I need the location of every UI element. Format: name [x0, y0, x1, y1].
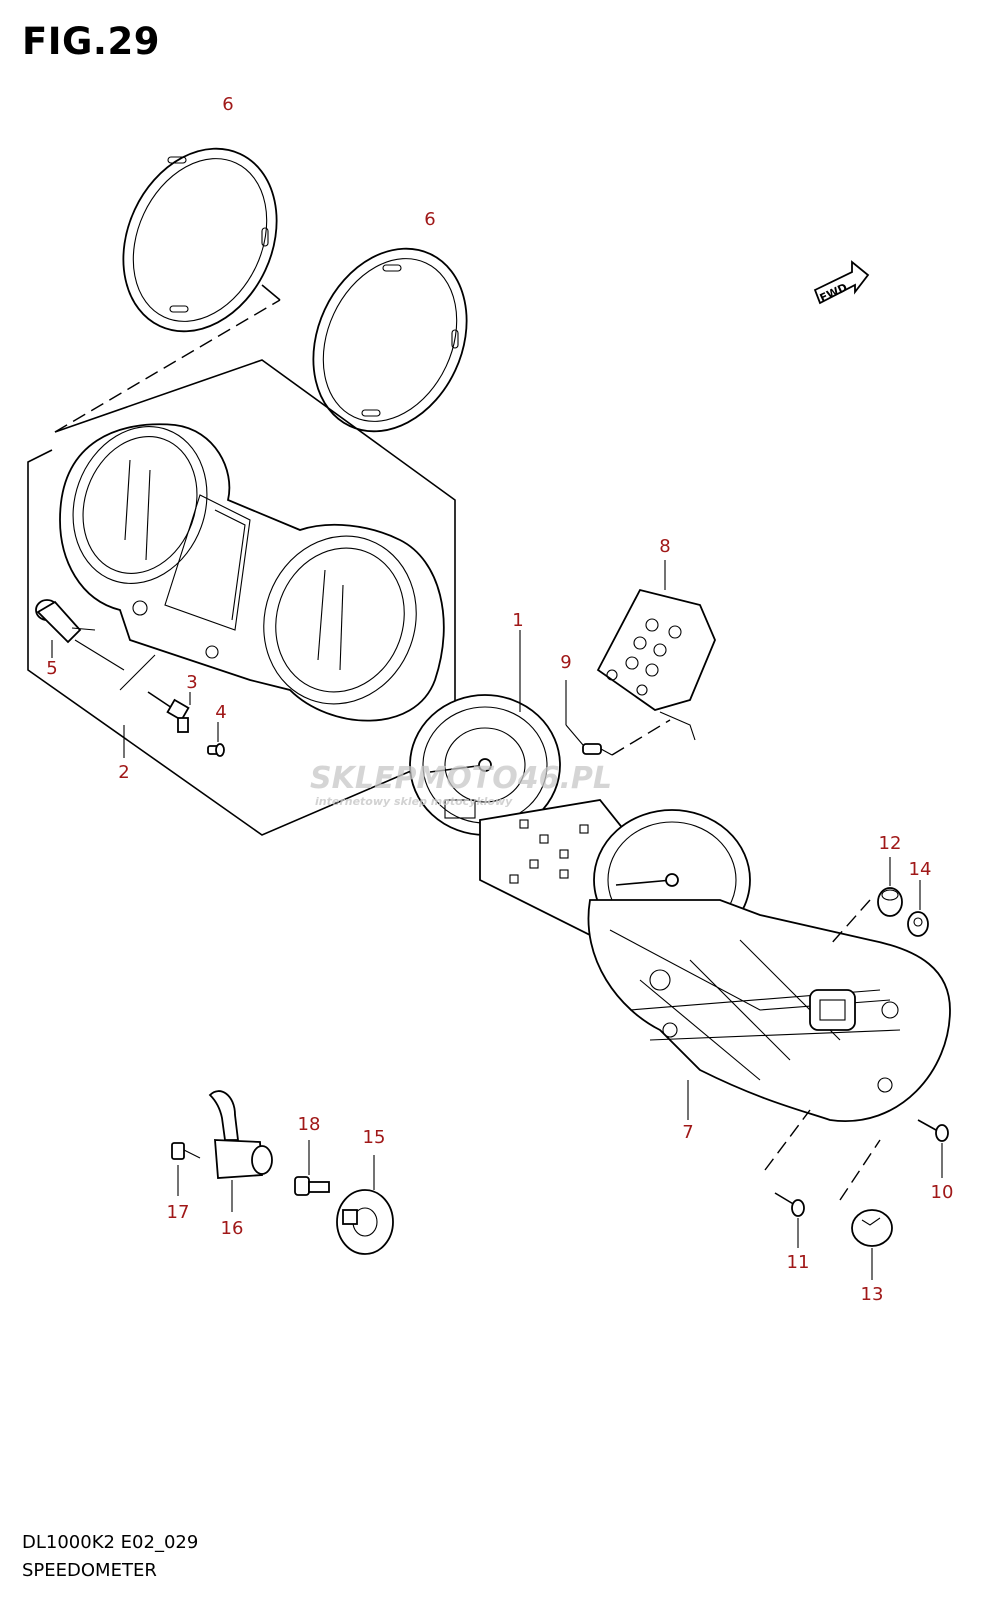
callout-18: 18 [298, 1114, 321, 1135]
callout-13: 13 [861, 1284, 884, 1305]
group-outline [27, 359, 456, 836]
callout-8: 8 [659, 536, 670, 557]
fwd-arrow-icon: FWD [813, 260, 870, 305]
dash-guide-end [261, 284, 281, 301]
grommet-12[interactable] [877, 887, 903, 917]
speed-sensor[interactable] [208, 1090, 273, 1179]
callout-11: 11 [787, 1252, 810, 1273]
watermark-brand: SKLEPMOTO46.PL [310, 761, 612, 796]
watermark-tagline: internetowy sklep motocyklowy [315, 795, 513, 808]
meter-case-lower[interactable] [587, 899, 951, 1122]
callout-1: 1 [512, 610, 523, 631]
figure-title: FIG.29 [22, 20, 160, 63]
wire-connector[interactable] [147, 691, 190, 733]
section-name: SPEEDOMETER [22, 1560, 157, 1581]
grommet-14[interactable] [907, 911, 929, 937]
bolt-17[interactable] [171, 1142, 201, 1160]
switch-panel[interactable] [596, 588, 716, 741]
callout-4: 4 [215, 702, 226, 723]
callout-12: 12 [879, 833, 902, 854]
callout-10: 10 [931, 1182, 954, 1203]
screw-4[interactable] [207, 743, 225, 757]
bolt-18[interactable] [294, 1176, 330, 1196]
dash-guide [54, 299, 281, 433]
cushion-13[interactable] [851, 1209, 893, 1247]
callout-5: 5 [46, 658, 57, 679]
callout-2: 2 [118, 762, 129, 783]
screw-11[interactable] [774, 1192, 805, 1217]
callout-14: 14 [909, 859, 932, 880]
callout-15: 15 [363, 1127, 386, 1148]
model-code: DL1000K2 E02_029 [22, 1532, 199, 1553]
meter-case-upper[interactable] [52, 408, 445, 726]
callout-6-upper: 6 [222, 94, 233, 115]
bulb-socket[interactable] [35, 599, 96, 644]
bezel-ring-upper[interactable] [95, 123, 306, 356]
drive-gear[interactable] [336, 1189, 394, 1255]
callout-7: 7 [682, 1122, 693, 1143]
bezel-ring-lower[interactable] [285, 223, 496, 456]
screw-10[interactable] [917, 1119, 949, 1142]
callout-17: 17 [167, 1202, 190, 1223]
callout-3: 3 [186, 672, 197, 693]
callout-9: 9 [560, 652, 571, 673]
callout-6-lower: 6 [424, 209, 435, 230]
screw-9[interactable] [582, 743, 613, 756]
callout-16: 16 [221, 1218, 244, 1239]
